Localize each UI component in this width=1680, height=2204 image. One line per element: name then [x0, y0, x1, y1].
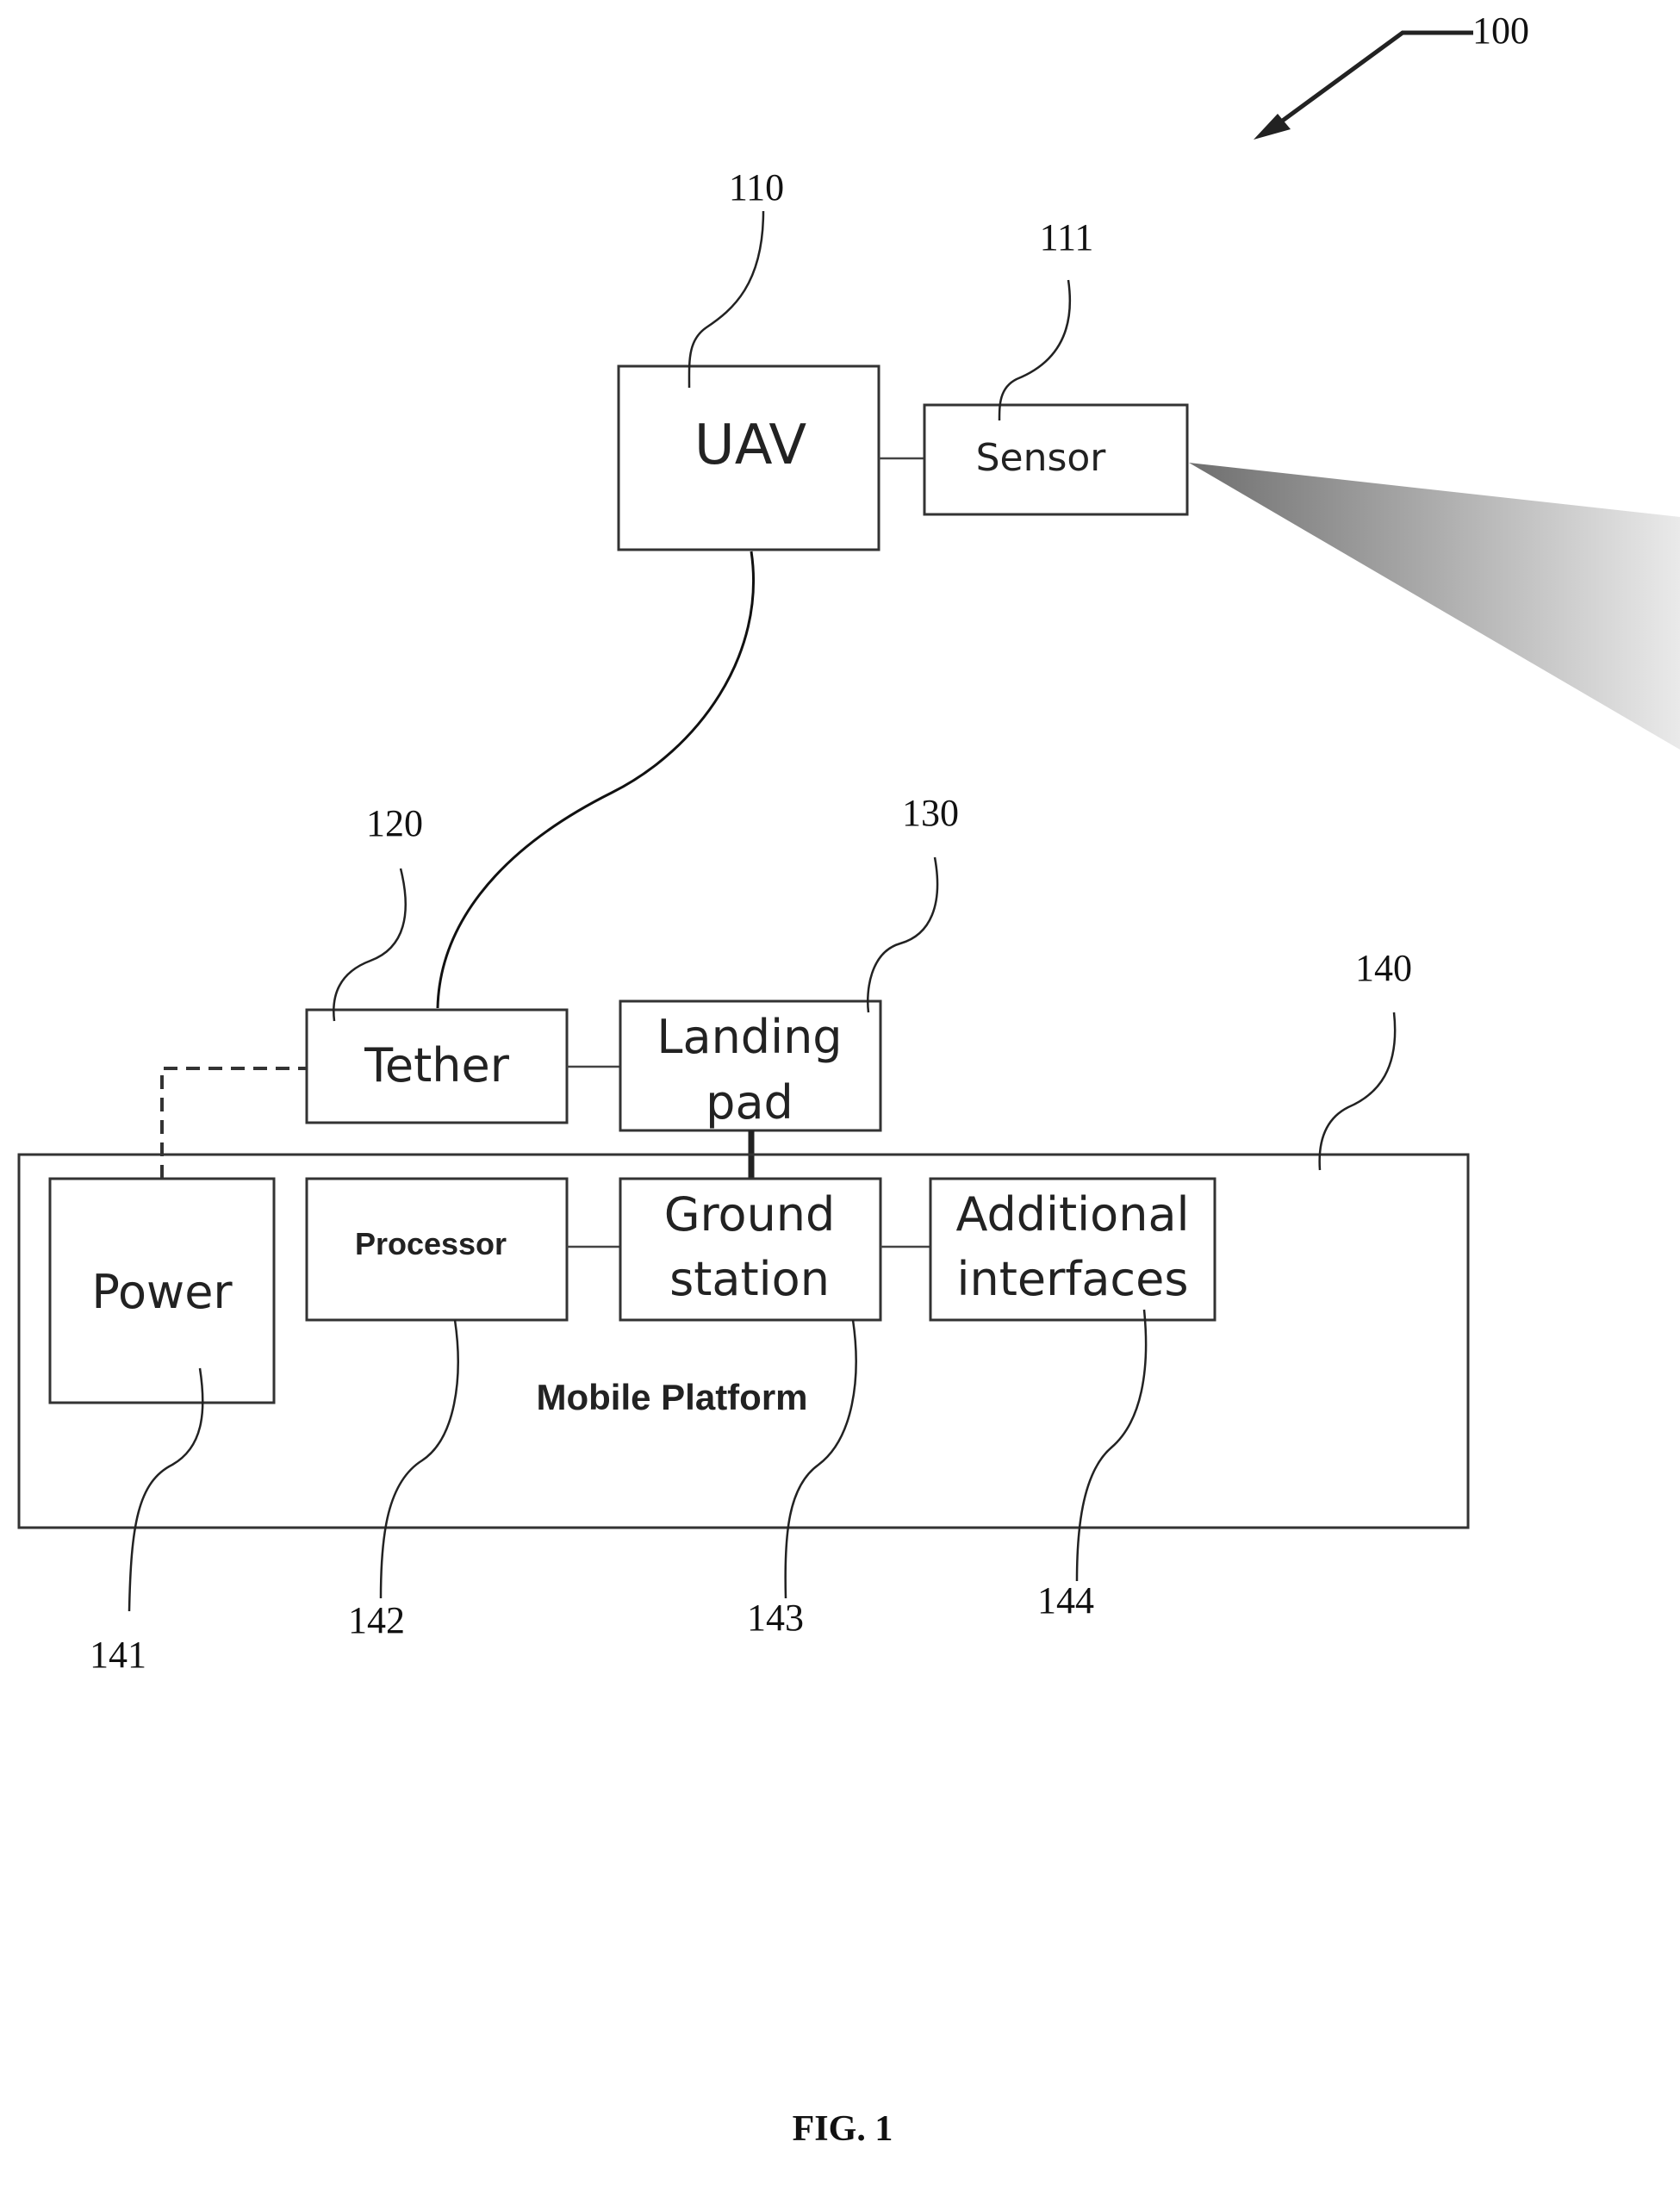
additional-interfaces-label-line2: interfaces — [957, 1252, 1189, 1306]
landing-pad-label-line2: pad — [706, 1075, 793, 1130]
processor-ref: 142 — [348, 1599, 405, 1641]
ground-station-label-line1: Ground — [664, 1187, 836, 1242]
tether-label: Tether — [364, 1038, 510, 1093]
uav-leader — [689, 211, 763, 388]
sensor-leader — [999, 280, 1070, 420]
power-leader — [129, 1368, 202, 1611]
processor-block: Processor 142 — [307, 1179, 567, 1641]
additional-interfaces-block: Additional interfaces 144 — [930, 1179, 1215, 1622]
landing-pad-ref: 130 — [902, 792, 959, 834]
power-ref: 141 — [90, 1634, 146, 1676]
additional-interfaces-label-line1: Additional — [955, 1187, 1189, 1242]
landing-pad-leader — [868, 857, 937, 1012]
tether-cable — [438, 551, 754, 1008]
uav-ref: 110 — [729, 166, 784, 209]
uav-block: UAV 110 — [619, 166, 879, 550]
sensor-beam — [1189, 463, 1680, 750]
processor-leader — [381, 1320, 458, 1598]
power-tether-dashed-link — [162, 1068, 307, 1179]
mobile-platform-ref: 140 — [1355, 947, 1412, 989]
ground-station-leader — [786, 1320, 856, 1598]
sensor-block: Sensor 111 — [924, 216, 1187, 514]
sensor-label: Sensor — [976, 436, 1107, 480]
landing-pad-label-line1: Landing — [656, 1010, 842, 1064]
ground-station-label-line2: station — [669, 1252, 830, 1306]
tether-block: Tether 120 — [307, 802, 567, 1123]
figure-caption: FIG. 1 — [793, 2109, 893, 2149]
system-ref-label: 100 — [1472, 9, 1529, 52]
ground-station-ref: 143 — [747, 1597, 804, 1639]
tether-ref: 120 — [366, 802, 423, 844]
mobile-platform-label: Mobile Platform — [536, 1377, 807, 1417]
sensor-ref: 111 — [1040, 216, 1094, 258]
system-ref-arrow: 100 — [1254, 9, 1529, 140]
tether-leader — [333, 869, 405, 1021]
power-block: Power 141 — [50, 1179, 274, 1676]
additional-interfaces-leader — [1077, 1310, 1146, 1581]
processor-label: Processor — [355, 1226, 507, 1261]
uav-label: UAV — [694, 414, 807, 477]
mobile-platform-leader — [1320, 1012, 1396, 1170]
power-label: Power — [91, 1265, 233, 1319]
landing-pad-block: Landing pad 130 — [620, 792, 959, 1130]
additional-interfaces-ref: 144 — [1037, 1579, 1094, 1622]
